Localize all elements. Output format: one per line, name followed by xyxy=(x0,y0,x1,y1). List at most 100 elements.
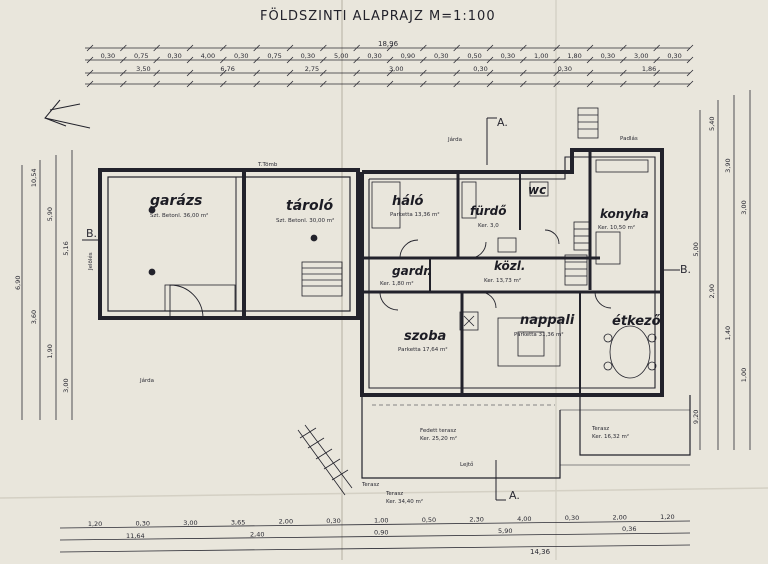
bottom-total-dimension: 14,36 xyxy=(530,548,551,556)
top-dimension-label: 0,75 xyxy=(267,52,281,60)
dimension-tick xyxy=(453,69,460,77)
room-label-gardr: gardr. xyxy=(392,264,432,278)
top-dimension-label: 0,30 xyxy=(167,52,181,60)
dimension-tick xyxy=(353,69,360,77)
room-area-tarolo: Szt. Betonl. 30,00 m² xyxy=(276,217,334,224)
top-dimension-label: 0,50 xyxy=(467,52,481,60)
left-dimension-label: 5,90 xyxy=(46,207,54,221)
right-dimension-label: 3,90 xyxy=(724,158,732,172)
room-label-tarolo: tároló xyxy=(286,198,333,214)
top-total-dimension: 18,96 xyxy=(378,40,399,48)
left-dimension-label: 3,00 xyxy=(62,378,70,392)
top-dimension-label: 0,75 xyxy=(134,52,148,60)
dimension-tick xyxy=(220,44,227,52)
right-dimension-lines xyxy=(699,90,751,450)
dimension-tick xyxy=(520,44,527,52)
left-dimension-label: 10,54 xyxy=(30,169,38,188)
bottom-dimension-label: 0,36 xyxy=(622,525,636,533)
bottom-dimension-label: 0,30 xyxy=(326,517,340,525)
top-dimension-label: 0,30 xyxy=(101,52,115,60)
note-jarda-top: Járda xyxy=(447,136,462,143)
stairs xyxy=(297,107,599,496)
right-dimension-label: 9,20 xyxy=(692,410,700,424)
north-arrow-icon xyxy=(44,99,91,129)
dimension-tick xyxy=(486,44,494,52)
bottom-dimension-label: 2,00 xyxy=(279,518,293,526)
top-dimension-label: 0,30 xyxy=(601,52,615,60)
top-dimension-label: 4,00 xyxy=(201,52,215,60)
dimension-tick xyxy=(520,69,527,77)
top-dimension-label: 1,86 xyxy=(642,65,656,73)
section-line-a xyxy=(486,117,506,501)
dimension-tick xyxy=(586,69,594,77)
dimension-tick xyxy=(620,69,627,77)
top-dimension-label: 5,00 xyxy=(334,52,348,60)
room-area-kozl: Ker. 13,73 m² xyxy=(484,277,521,284)
bottom-dimension-label: 1,00 xyxy=(374,517,388,525)
dimension-tick xyxy=(86,80,94,88)
room-label-furdo: fürdő xyxy=(470,204,507,218)
bottom-dimension-label: 5,90 xyxy=(498,527,512,535)
bottom-dimension-label: 1,20 xyxy=(660,513,674,521)
right-dimension-labels: 5,403,903,005,002,901,401,009,20 xyxy=(692,116,748,424)
right-dimension-label: 2,90 xyxy=(708,284,716,298)
dimension-tick xyxy=(653,80,660,88)
dimension-tick xyxy=(586,44,594,52)
room-label-halo: háló xyxy=(392,194,423,209)
room-area-gardr: Ker. 1,80 m² xyxy=(380,280,414,287)
bottom-dimension-label: 3,00 xyxy=(183,519,197,527)
dimension-tick xyxy=(320,80,327,88)
dimension-tick xyxy=(486,80,494,88)
bottom-dimension-label: 3,65 xyxy=(231,518,245,526)
dimension-tick xyxy=(186,44,194,52)
dimension-tick xyxy=(386,69,394,77)
dimension-tick xyxy=(320,69,327,77)
room-area-nappali: Parketta 31,36 m² xyxy=(514,331,564,338)
room-area-terasz: Ker. 34,40 m² xyxy=(386,498,423,505)
right-dimension-label: 1,00 xyxy=(740,368,748,382)
top-dimension-label: 1,00 xyxy=(534,52,548,60)
room-area-konyha: Ker. 10,50 m² xyxy=(598,224,635,231)
top-dimension-ticks xyxy=(86,44,694,88)
bottom-dimension-label: 11,64 xyxy=(126,532,145,540)
top-dimension-label: 0,30 xyxy=(301,52,315,60)
dimension-tick xyxy=(420,69,427,77)
left-dimension-label: 3,60 xyxy=(30,310,38,324)
room-label-szoba: szoba xyxy=(404,329,446,344)
bottom-dimension-lines xyxy=(59,520,691,553)
room-area-garazs: Szt. Betonl. 36,00 m² xyxy=(150,212,208,219)
room-label-wc: wc xyxy=(528,183,546,197)
dimension-tick xyxy=(220,56,227,64)
top-dimension-label: 3,00 xyxy=(634,52,648,60)
dimension-tick xyxy=(486,56,494,64)
dimension-tick xyxy=(586,56,594,64)
paper-fold xyxy=(0,487,768,499)
dimension-tick xyxy=(153,44,160,52)
dimension-tick xyxy=(86,44,94,52)
bottom-dimension-label: 4,00 xyxy=(517,515,531,523)
dimension-tick xyxy=(420,44,427,52)
dimension-tick xyxy=(686,80,694,88)
room-area-szoba: Parketta 17,64 m² xyxy=(398,346,448,353)
top-dimension-label: 1,80 xyxy=(567,52,581,60)
dimension-tick xyxy=(653,44,660,52)
left-dimension-lines xyxy=(21,150,73,420)
bottom-dimension-label: 0,90 xyxy=(374,529,388,537)
top-dimension-label: 2,75 xyxy=(305,65,319,73)
dimension-tick xyxy=(653,56,660,64)
note-padlas: Padlás xyxy=(620,135,638,142)
left-dimension-label: 6,90 xyxy=(14,276,22,290)
room-area-terasz-east: Ker. 16,32 m² xyxy=(592,433,629,440)
top-dimension-label: 0,30 xyxy=(434,52,448,60)
dimension-tick xyxy=(120,80,127,88)
dimension-tick xyxy=(120,56,127,64)
dimension-tick xyxy=(320,56,327,64)
room-label-terasz-east: Terasz xyxy=(591,426,609,432)
dimension-tick xyxy=(553,56,560,64)
bottom-dimension-label: 1,20 xyxy=(88,520,102,528)
